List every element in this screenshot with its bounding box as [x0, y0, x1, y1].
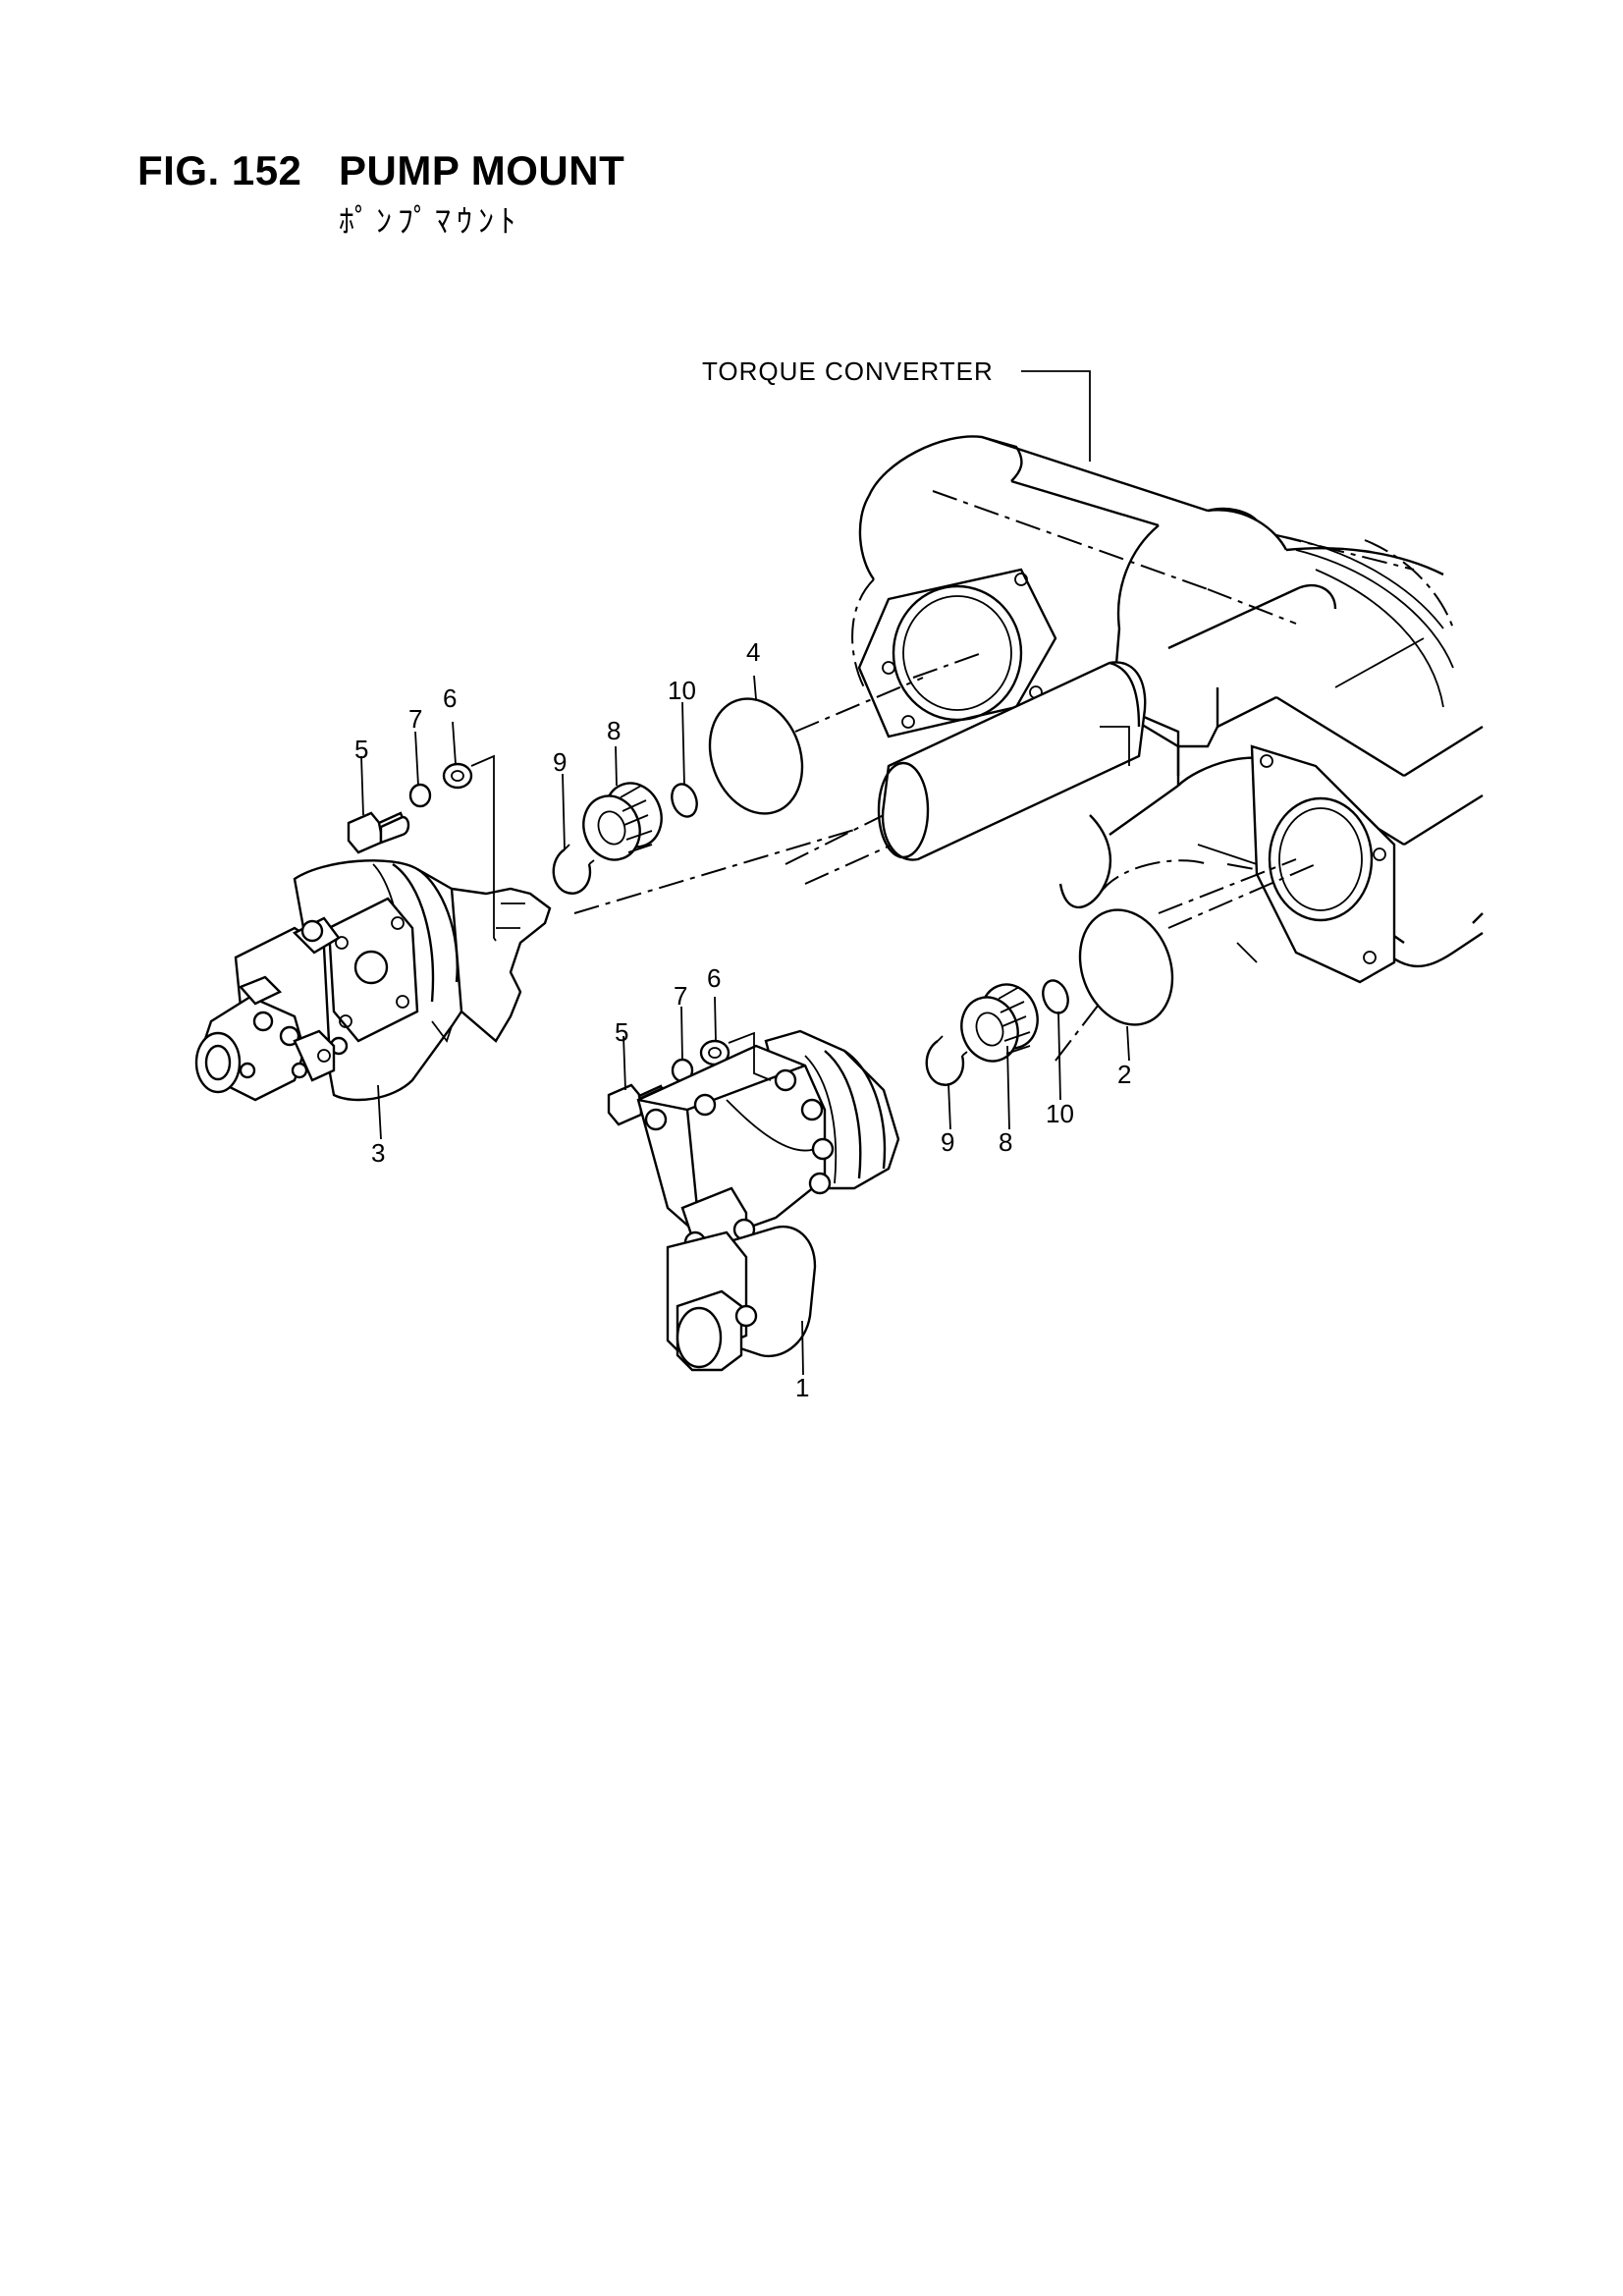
callout-9-upper: 9: [553, 747, 567, 777]
snap-ring-lower-9: [925, 1035, 968, 1086]
callout-7-upper: 7: [408, 704, 422, 734]
callout-10-upper: 10: [668, 676, 696, 705]
torque-converter-housing: [784, 370, 1484, 984]
callout-5-upper: 5: [354, 735, 368, 764]
callout-6-upper: 6: [443, 683, 457, 713]
figure-title: PUMP MOUNT: [339, 147, 625, 193]
callout-3: 3: [371, 1138, 385, 1168]
pump-assembly-3: [194, 859, 552, 1140]
gasket-upper: [708, 697, 804, 815]
snap-ring-upper-10: [671, 783, 698, 818]
callout-5-lower: 5: [615, 1017, 628, 1047]
bearing-lower-8: [960, 983, 1039, 1063]
figure-subtitle: ﾎﾟﾝﾌﾟﾏｳﾝﾄ: [339, 202, 522, 240]
callout-10-lower: 10: [1046, 1099, 1074, 1128]
leader-6-lower: [728, 1031, 772, 1081]
bearing-upper-8: [582, 782, 663, 861]
callout-7-lower: 7: [674, 981, 687, 1011]
snap-ring-lower-10: [1042, 979, 1069, 1014]
callout-leaders: [360, 675, 1130, 1130]
torque-converter-label: TORQUE CONVERTER: [702, 356, 994, 386]
bolt-upper-5: [347, 811, 410, 854]
lockwasher-upper-7: [408, 783, 432, 808]
callout-6-lower: 6: [707, 963, 721, 993]
figure-number: FIG. 152: [137, 147, 302, 193]
leader-6-upper: [470, 754, 497, 942]
callout-2: 2: [1117, 1060, 1131, 1089]
gasket-lower: [1078, 908, 1174, 1026]
pump-assembly-1: [636, 1029, 900, 1376]
callout-4: 4: [746, 637, 760, 667]
snap-ring-upper-9: [552, 844, 595, 895]
callout-8-lower: 8: [999, 1127, 1012, 1157]
callout-1: 1: [795, 1373, 809, 1402]
callout-9-lower: 9: [941, 1127, 954, 1157]
callout-8-upper: 8: [607, 716, 621, 745]
washer-upper-6: [442, 762, 473, 790]
